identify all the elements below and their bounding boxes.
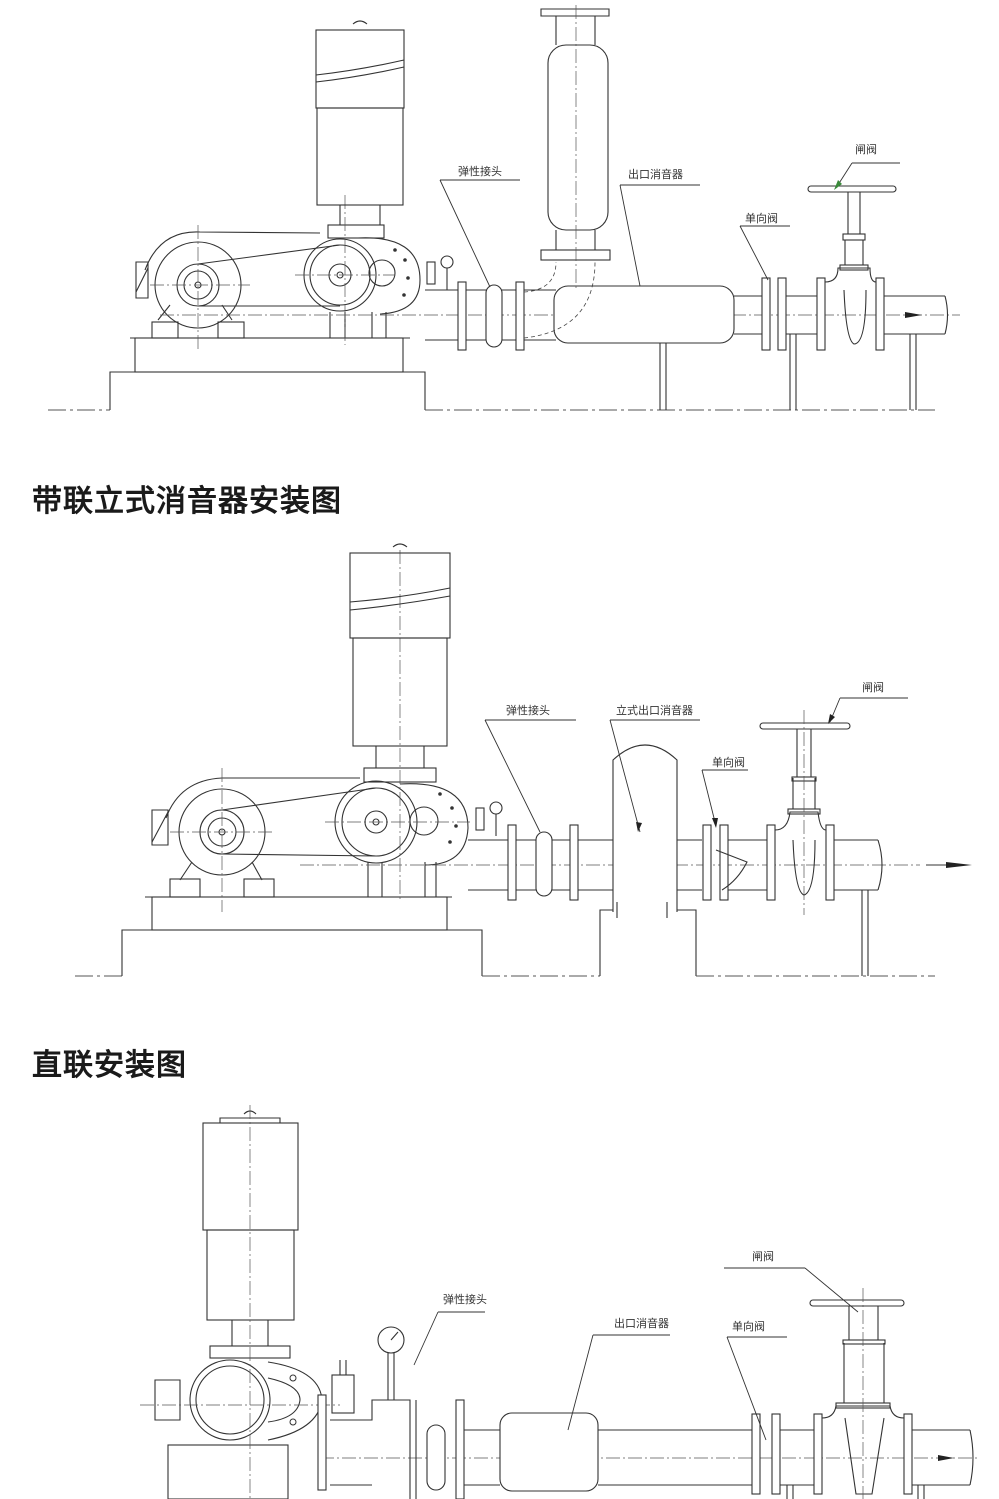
- section-title-vertical-silencer: 带联立式消音器安装图: [32, 484, 342, 519]
- motor-blower-unit: [140, 1105, 340, 1499]
- foundation: [48, 337, 935, 411]
- svg-text:立式出口消音器: 立式出口消音器: [616, 703, 693, 717]
- label-gate-valve: 闸阀: [724, 1249, 859, 1313]
- label-gate-valve: 闸阀: [834, 142, 900, 190]
- inlet-silencer: [349, 543, 451, 768]
- motor: [151, 768, 360, 912]
- label-outlet-silencer: 立式出口消音器: [609, 703, 700, 833]
- label-check-valve: 单向阀: [739, 211, 790, 281]
- motor: [135, 225, 321, 350]
- label-outlet-silencer: 出口消音器: [619, 167, 700, 287]
- blower: [325, 550, 470, 900]
- svg-text:闸阀: 闸阀: [855, 142, 877, 156]
- label-gate-valve: 闸阀: [828, 680, 908, 724]
- foundation: [75, 896, 935, 977]
- pressure-gauge: [475, 801, 503, 836]
- belt-drive-horizontal-silencer-diagram: 弹性接头 出口消音器 单向阀 闸阀: [48, 5, 960, 411]
- pipeline: [160, 5, 960, 410]
- inlet-silencer: [315, 20, 405, 225]
- direct-drive-diagram: 弹性接头 出口消音器 单向阀 闸阀: [140, 1105, 980, 1499]
- label-flex-joint: 弹性接头: [484, 703, 576, 833]
- belt-drive-vertical-silencer-diagram: 弹性接头 立式出口消音器 单向阀 闸阀: [75, 543, 972, 977]
- section-title-direct-drive: 直联安装图: [32, 1048, 187, 1083]
- label-check-valve: 单向阀: [726, 1319, 787, 1441]
- svg-text:单向阀: 单向阀: [712, 755, 745, 769]
- belt: [221, 787, 377, 857]
- svg-text:出口消音器: 出口消音器: [614, 1316, 669, 1330]
- svg-text:单向阀: 单向阀: [745, 211, 778, 225]
- svg-text:弹性接头: 弹性接头: [458, 164, 502, 178]
- safety-valve: [331, 1360, 355, 1414]
- label-check-valve: 单向阀: [701, 755, 748, 828]
- label-flex-joint: 弹性接头: [439, 164, 520, 288]
- svg-text:弹性接头: 弹性接头: [443, 1292, 487, 1306]
- pipeline: [317, 1288, 980, 1499]
- blower: [295, 195, 421, 345]
- pressure-gauge: [426, 255, 454, 290]
- svg-text:出口消音器: 出口消音器: [628, 167, 683, 181]
- svg-text:闸阀: 闸阀: [862, 680, 884, 694]
- svg-text:闸阀: 闸阀: [752, 1249, 774, 1263]
- pressure-gauge: [377, 1326, 405, 1400]
- svg-text:单向阀: 单向阀: [732, 1319, 765, 1333]
- label-outlet-silencer: 出口消音器: [567, 1316, 670, 1431]
- pipeline: [300, 710, 972, 976]
- svg-text:弹性接头: 弹性接头: [506, 703, 550, 717]
- label-flex-joint: 弹性接头: [413, 1292, 487, 1366]
